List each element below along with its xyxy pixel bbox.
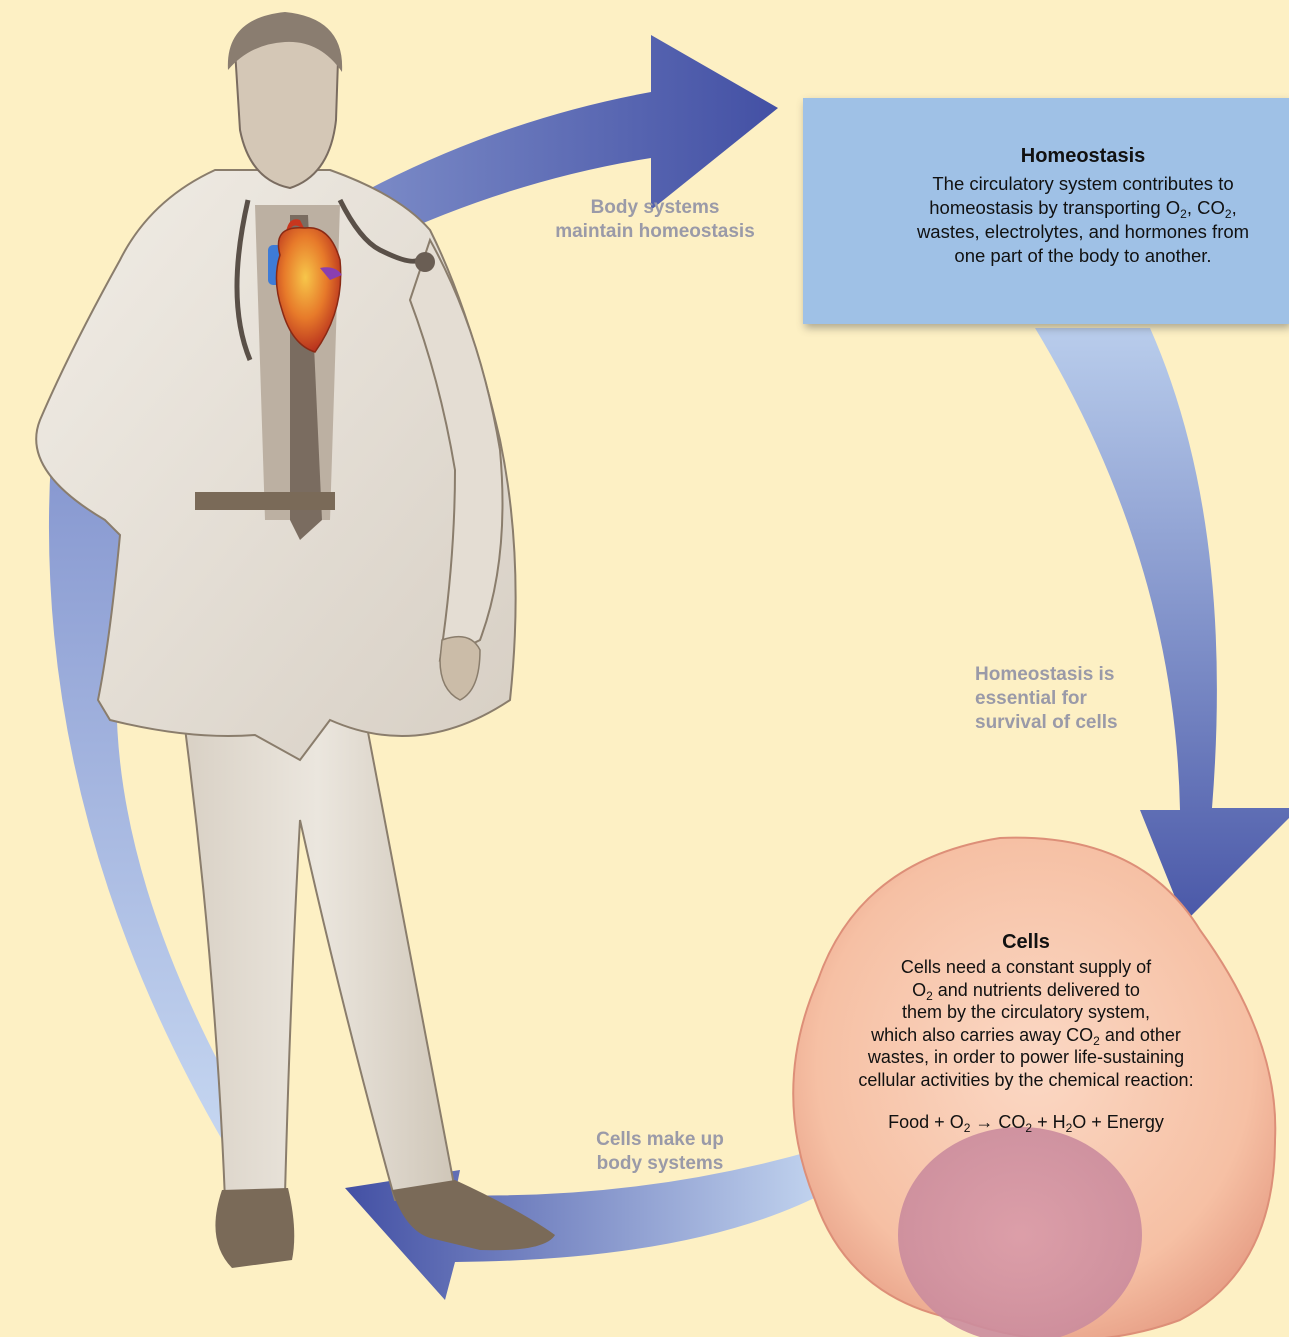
label-homeostasis-line2: essential for (975, 688, 1087, 709)
label-body-systems-line2: maintain homeostasis (555, 221, 755, 242)
cells-line6: cellular activities by the chemical reac… (858, 1069, 1194, 1090)
cells-line2: O2 and nutrients delivered to (796, 979, 1256, 1002)
doctor-figure-icon (35, 12, 555, 1268)
homeostasis-line2-mid: , CO (1186, 197, 1225, 218)
homeostasis-line3: wastes, electrolytes, and hormones from (916, 221, 1250, 242)
stethoscope (234, 198, 420, 361)
eq-h2o-sub: 2 (1065, 1120, 1073, 1135)
cell-description: Cells Cells need a constant supply of O2… (796, 928, 1256, 1135)
cells-line4-sub: 2 (1093, 1033, 1100, 1048)
eq-arrow: → CO (970, 1111, 1026, 1132)
label-body-systems: Body systems maintain homeostasis (532, 196, 778, 244)
trousers (178, 689, 457, 1202)
cells-line3: them by the circulatory system, (901, 1002, 1151, 1023)
cells-title: Cells (1002, 931, 1050, 953)
homeostasis-line4: one part of the body to another. (954, 245, 1212, 266)
cells-line2-post: and nutrients delivered to (932, 979, 1140, 1000)
heart-icon (268, 219, 342, 353)
cells-line4-post: and other (1099, 1024, 1181, 1045)
hair (227, 12, 343, 72)
cells-line4: which also carries away CO2 and other (796, 1024, 1256, 1047)
homeostasis-line2-sub2: 2 (1224, 207, 1232, 221)
eq-food: Food + O (888, 1111, 964, 1132)
belt (195, 492, 335, 510)
right-shoe (392, 1180, 555, 1251)
homeostasis-line2: homeostasis by transporting O2, CO2, (803, 196, 1289, 220)
cell-icon (792, 836, 1277, 1337)
stethoscope-bell (415, 252, 435, 272)
eq-co2-sub: 2 (1025, 1120, 1033, 1135)
arrow-bottom (345, 1150, 830, 1300)
arrow-right (1035, 328, 1289, 922)
label-cells-line1: Cells make up (596, 1129, 724, 1150)
cells-line4-pre: which also carries away CO (871, 1024, 1094, 1045)
cell-nucleus (898, 1127, 1142, 1337)
cells-line1: Cells need a constant supply of (900, 957, 1152, 977)
homeostasis-title: Homeostasis (1020, 145, 1146, 167)
homeostasis-line2-post: , (1231, 197, 1237, 218)
chemical-equation: Food + O2 → CO2 + H2O + Energy (796, 1111, 1256, 1135)
label-homeostasis-line3: survival of cells (975, 712, 1118, 733)
cells-body: Cells need a constant supply of O2 and n… (796, 956, 1256, 1092)
homeostasis-line2-pre: homeostasis by transporting O (929, 197, 1181, 218)
eq-h2o: + H (1032, 1111, 1066, 1132)
homeostasis-line1: The circulatory system contributes to (932, 173, 1234, 194)
label-body-systems-line1: Body systems (590, 197, 720, 218)
arrow-top (305, 35, 778, 275)
cells-line2-o: O (912, 979, 927, 1000)
left-shoe (215, 1188, 295, 1268)
label-cells-line2: body systems (596, 1153, 724, 1174)
homeostasis-line2-sub1: 2 (1180, 207, 1187, 221)
homeostasis-description: The circulatory system contributes to ho… (803, 172, 1289, 268)
cells-line2-sub: 2 (926, 988, 933, 1003)
label-homeostasis-line1: Homeostasis is (975, 664, 1115, 685)
label-cells-make-up: Cells make up body systems (570, 1128, 750, 1176)
homeostasis-box: Homeostasis The circulatory system contr… (803, 98, 1289, 324)
arrow-left (48, 380, 250, 1170)
cells-line5: wastes, in order to power life-sustainin… (867, 1047, 1185, 1068)
eq-o2-sub: 2 (963, 1120, 971, 1135)
right-hand (439, 635, 481, 701)
label-homeostasis-essential: Homeostasis is essential for survival of… (975, 663, 1118, 735)
eq-end: O + Energy (1072, 1111, 1164, 1132)
